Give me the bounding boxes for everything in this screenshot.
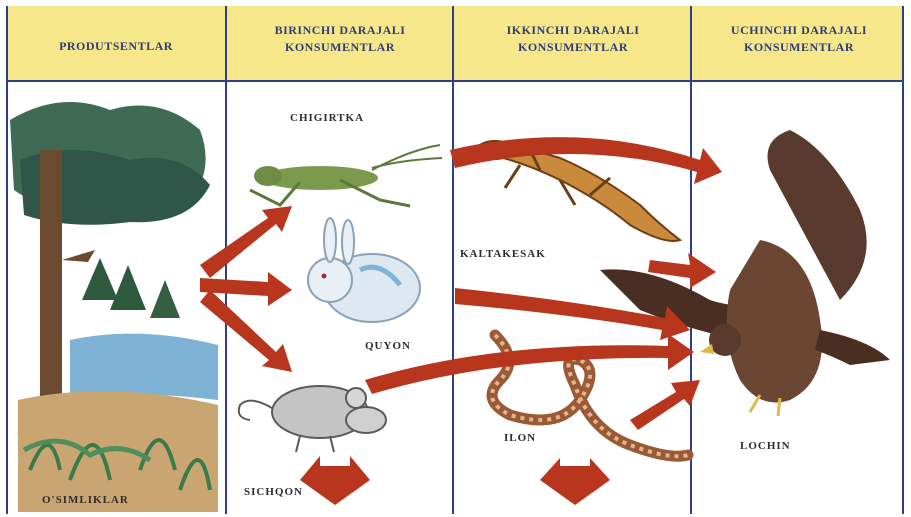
arrow-down-primary <box>300 456 370 505</box>
label-grasshopper: CHIGIRTKA <box>290 112 364 124</box>
arrow-snake-to-hawk <box>630 380 700 430</box>
rabbit-illustration <box>308 218 420 322</box>
hawk-illustration <box>600 130 890 416</box>
label-snake: ILON <box>504 432 536 444</box>
label-hawk: LOCHIN <box>740 440 791 452</box>
label-plants: O'SIMLIKLAR <box>42 494 129 506</box>
plants-illustration <box>10 102 218 512</box>
arrow-down-secondary <box>540 458 610 505</box>
mouse-illustration <box>239 386 386 452</box>
grasshopper-illustration <box>250 145 442 206</box>
arrow-plants-to-grasshopper <box>200 206 292 278</box>
label-mouse: SICHQON <box>244 486 303 498</box>
label-lizard: KALTAKESAK <box>460 248 546 260</box>
label-rabbit: QUYON <box>365 340 411 352</box>
arrow-mouse-to-snake <box>365 334 694 394</box>
